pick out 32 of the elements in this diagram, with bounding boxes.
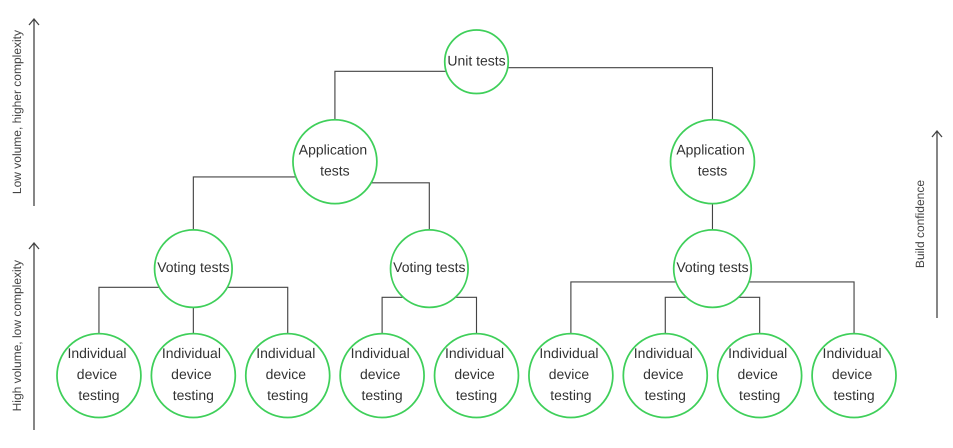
- node-circle: Individual device testing: [434, 332, 520, 419]
- connector: [664, 296, 686, 334]
- node-circle: Individual device testing: [716, 332, 802, 419]
- axis-label: Low volume, higher complexity: [10, 30, 24, 194]
- node-circle: Individual device testing: [528, 332, 614, 419]
- connector: [192, 307, 194, 334]
- node-circle: Voting tests: [672, 229, 752, 309]
- node-circle: Individual device testing: [56, 332, 142, 419]
- connector: [738, 296, 760, 334]
- connector: [192, 176, 296, 230]
- connector: [98, 286, 160, 334]
- node-circle: Individual device testing: [622, 332, 708, 419]
- node-circle: Voting tests: [390, 229, 469, 309]
- axis-label: Build confidence: [913, 180, 927, 268]
- connector: [455, 296, 478, 334]
- connector: [382, 296, 404, 334]
- node-circle: Application tests: [670, 119, 756, 205]
- connector: [508, 67, 714, 120]
- connector: [227, 286, 288, 334]
- node-circle: Individual device testing: [339, 332, 425, 419]
- connector: [712, 203, 714, 230]
- node-circle: Unit tests: [444, 29, 510, 95]
- connector: [371, 182, 430, 230]
- node-circle: Individual device testing: [244, 332, 331, 419]
- connector: [570, 282, 676, 334]
- connector: [334, 71, 446, 120]
- node-circle: Application tests: [292, 119, 378, 205]
- connector: [748, 282, 855, 334]
- axis-label: High volume, low complexity: [10, 260, 24, 412]
- node-circle: Individual device testing: [150, 332, 236, 419]
- node-circle: Voting tests: [154, 229, 233, 309]
- node-circle: Individual device testing: [811, 332, 897, 419]
